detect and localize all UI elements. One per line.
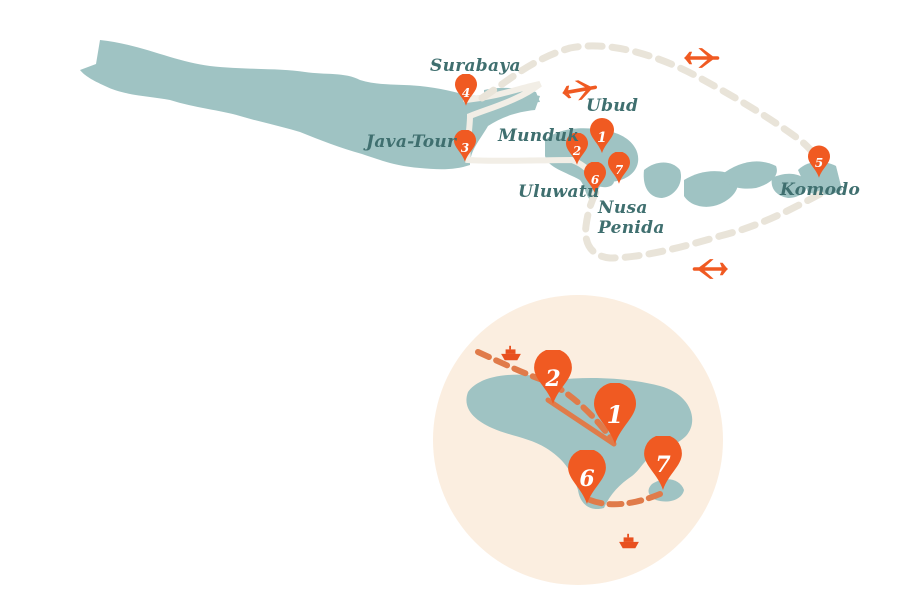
label-uluwatu: Uluwatu	[518, 182, 600, 202]
pin-number: 4	[462, 86, 470, 100]
map-pin-4[interactable]: 4	[455, 74, 477, 106]
map-pin-5[interactable]: 5	[808, 145, 830, 178]
inset-route-south	[587, 491, 663, 508]
pin-number: 3	[461, 141, 469, 155]
pin-number: 2	[544, 366, 560, 392]
label-java-tour: Java-Tour	[366, 132, 457, 152]
map-pin-6[interactable]: 6	[584, 162, 606, 194]
pin-number: 1	[607, 400, 624, 429]
label-surabaya: Surabaya	[430, 56, 521, 76]
map-pin-1[interactable]: 1	[590, 118, 614, 154]
island-lombok-flores	[643, 161, 842, 207]
pin-number: 6	[591, 173, 600, 187]
inset-pin-2[interactable]: 2	[534, 349, 572, 404]
inset-route-north	[475, 349, 615, 443]
pin-number: 5	[815, 156, 823, 170]
pin-number: 7	[615, 163, 624, 177]
inset-route-overland	[545, 397, 617, 447]
label-ubud: Ubud	[586, 96, 639, 116]
label-munduk: Munduk	[498, 126, 580, 146]
pin-number: 2	[572, 144, 581, 158]
route-flight-north	[478, 42, 824, 170]
inset-pin-1[interactable]: 1	[594, 383, 636, 445]
inset-pin-6[interactable]: 6	[568, 449, 606, 504]
map-pin-2[interactable]: 2	[566, 133, 588, 165]
airplane-icon	[684, 48, 720, 68]
airplane-icon	[692, 259, 728, 279]
map-pin-3[interactable]: 3	[454, 130, 476, 162]
pin-number: 6	[579, 466, 594, 492]
pin-number: 1	[597, 130, 607, 146]
inset-pin-7[interactable]: 7	[644, 435, 682, 490]
map-pin-7[interactable]: 7	[608, 152, 630, 184]
pin-number: 7	[655, 452, 671, 478]
bali-island-inset	[466, 374, 693, 510]
bali-inset: 2 1 7 6	[433, 295, 723, 585]
label-komodo: Komodo	[780, 180, 861, 200]
label-nusa-penida: Nusa Penida	[598, 198, 665, 238]
route-flight-south	[582, 188, 824, 262]
